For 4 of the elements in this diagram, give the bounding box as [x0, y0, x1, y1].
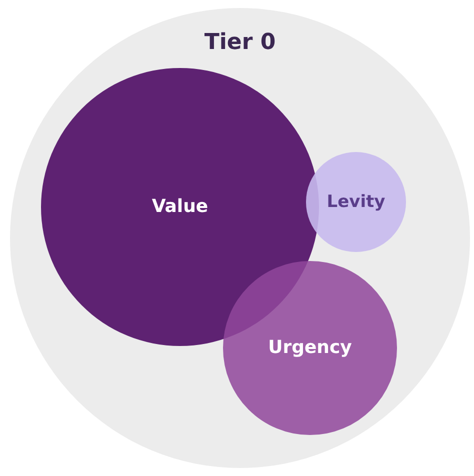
- bubble-label: Urgency: [267, 337, 353, 359]
- bubble-label: Levity: [326, 192, 386, 212]
- circle-title: Tier 0: [203, 30, 277, 56]
- bubble-label: Value: [150, 196, 210, 218]
